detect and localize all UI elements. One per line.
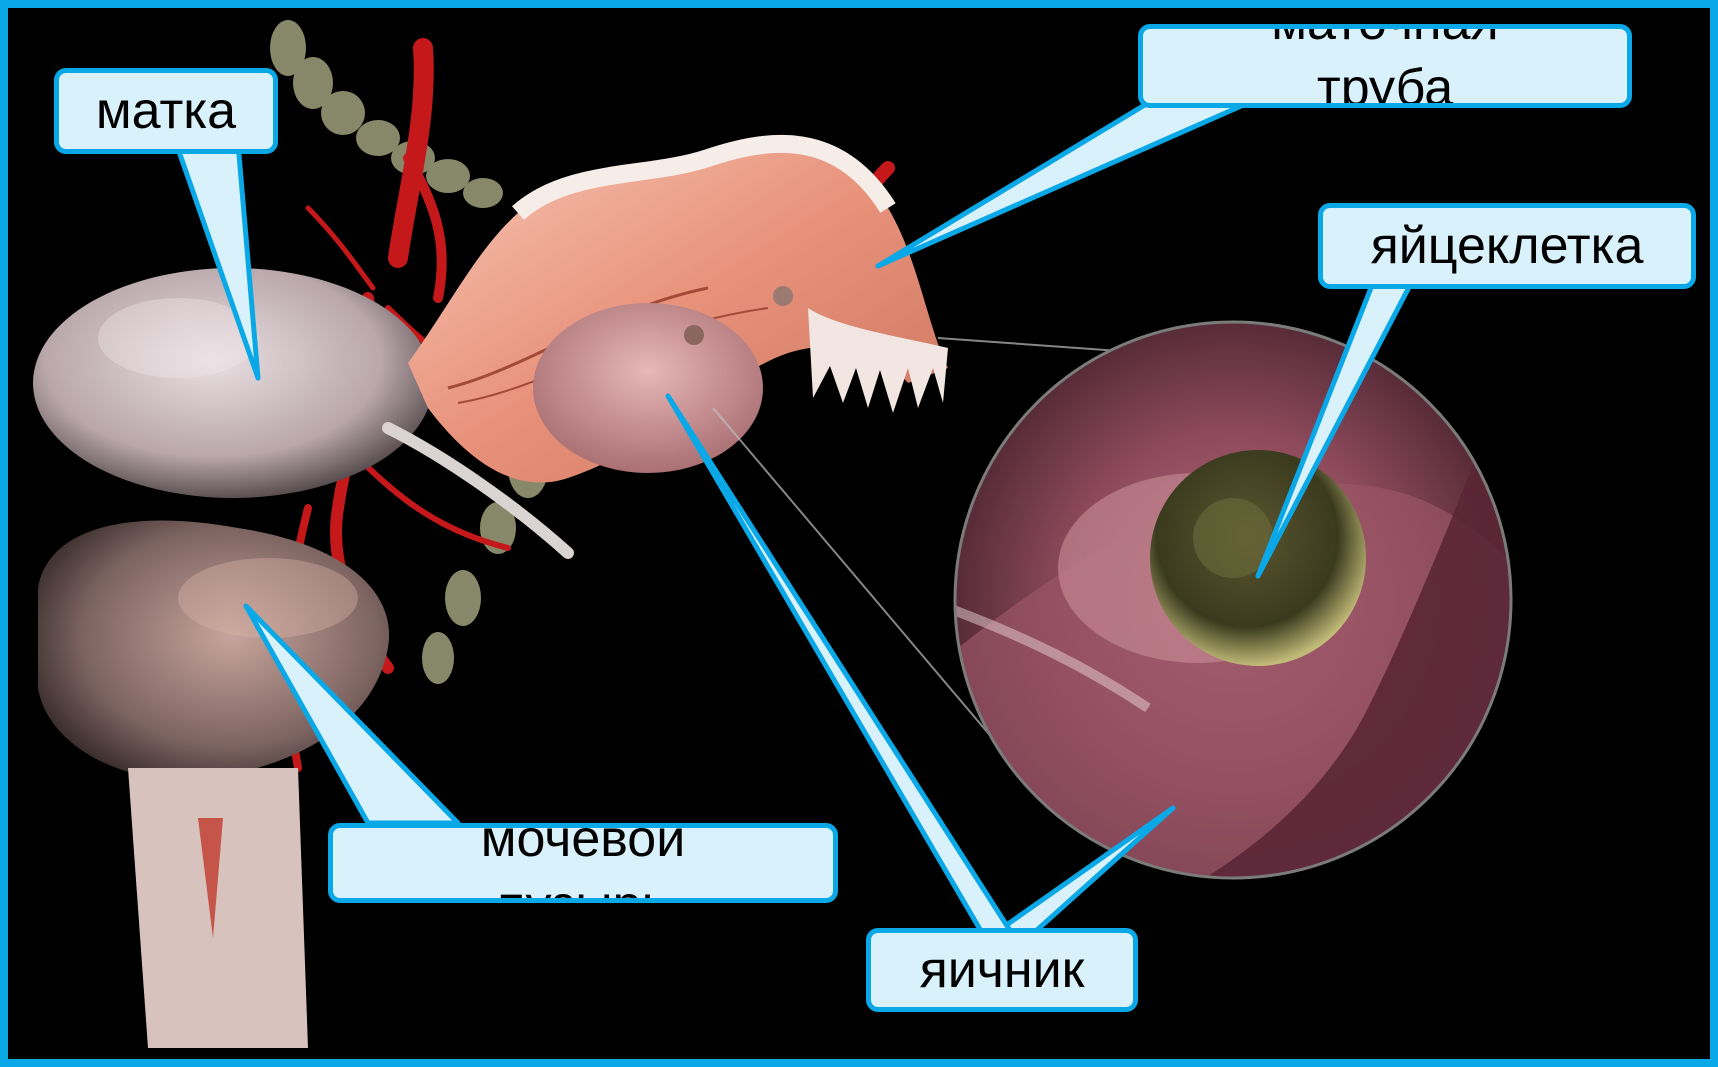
label-fallopian-tube-line2: труба xyxy=(1143,55,1627,108)
label-fallopian-tube-line1: маточная xyxy=(1143,24,1627,55)
anatomy-diagram: матка маточная труба яйцеклетка мочевой … xyxy=(8,8,1710,1059)
label-egg: яйцеклетка xyxy=(1323,208,1691,284)
anatomy-illustration xyxy=(8,8,1710,1059)
callout-uterus: матка xyxy=(54,68,278,154)
callout-fallopian-tube: маточная труба xyxy=(1138,24,1632,108)
label-bladder-line2: пузырь xyxy=(333,872,833,903)
ovary-shape xyxy=(533,303,763,473)
callout-ovary: яичник xyxy=(866,928,1138,1012)
callout-bladder: мочевой пузырь xyxy=(328,823,838,903)
callout-egg: яйцеклетка xyxy=(1318,203,1696,289)
label-uterus: матка xyxy=(59,73,273,149)
label-bladder-line1: мочевой xyxy=(333,823,833,872)
label-ovary: яичник xyxy=(871,933,1133,1007)
